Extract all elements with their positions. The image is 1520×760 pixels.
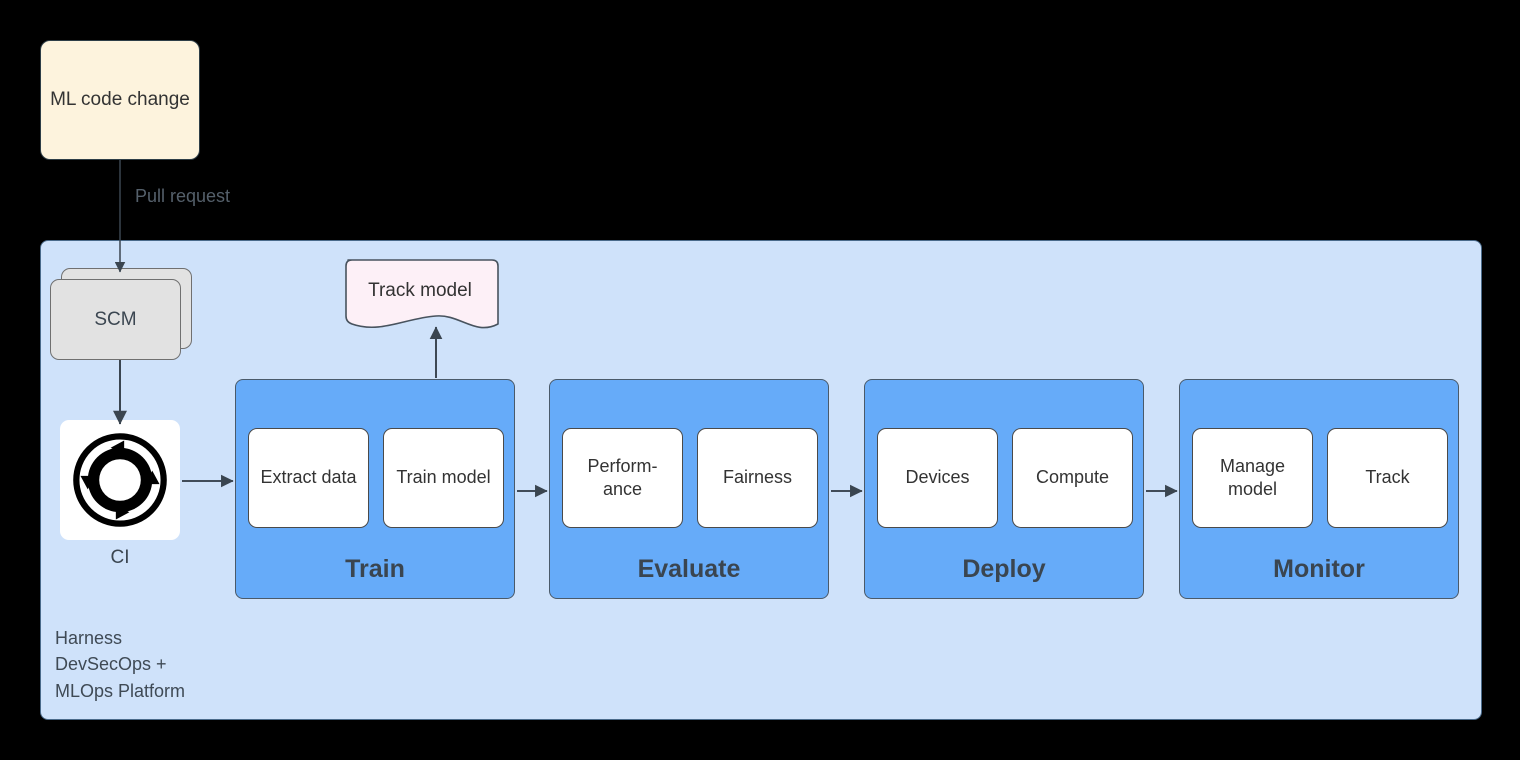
scm-label: SCM bbox=[94, 308, 137, 330]
ml-code-change-node[interactable]: ML code change bbox=[40, 40, 200, 160]
stage-train-item-0[interactable]: Extract data bbox=[248, 428, 369, 528]
track-model-node[interactable]: Track model bbox=[340, 258, 500, 338]
cycle-arrows-icon bbox=[73, 433, 167, 527]
stage-deploy-item-1[interactable]: Compute bbox=[1012, 428, 1133, 528]
ci-node[interactable] bbox=[60, 420, 180, 540]
stage-monitor[interactable]: Manage model Track Monitor bbox=[1179, 379, 1459, 599]
document-shape-icon bbox=[345, 259, 499, 329]
stage-evaluate-items: Perform-ance Fairness bbox=[562, 428, 818, 528]
ci-label: CI bbox=[110, 547, 130, 568]
stage-evaluate-title: Evaluate bbox=[637, 555, 741, 583]
pull-request-edge-label: Pull request bbox=[135, 186, 231, 206]
stage-monitor-item-1[interactable]: Track bbox=[1327, 428, 1448, 528]
stage-train[interactable]: Extract data Train model Train bbox=[235, 379, 515, 599]
stage-evaluate[interactable]: Perform-ance Fairness Evaluate bbox=[549, 379, 829, 599]
stage-monitor-item-0[interactable]: Manage model bbox=[1192, 428, 1313, 528]
stage-evaluate-item-1[interactable]: Fairness bbox=[697, 428, 818, 528]
ml-code-change-label: ML code change bbox=[50, 89, 190, 111]
stage-train-items: Extract data Train model bbox=[248, 428, 504, 528]
stage-deploy-item-0[interactable]: Devices bbox=[877, 428, 998, 528]
scm-node[interactable]: SCM bbox=[50, 268, 192, 360]
stage-train-title: Train bbox=[345, 555, 405, 583]
stage-evaluate-item-0[interactable]: Perform-ance bbox=[562, 428, 683, 528]
stage-deploy-title: Deploy bbox=[962, 555, 1046, 583]
stage-monitor-items: Manage model Track bbox=[1192, 428, 1448, 528]
scm-stack-front: SCM bbox=[50, 279, 181, 360]
stage-monitor-title: Monitor bbox=[1273, 555, 1365, 583]
stage-train-item-1[interactable]: Train model bbox=[383, 428, 504, 528]
stage-deploy[interactable]: Devices Compute Deploy bbox=[864, 379, 1144, 599]
stage-deploy-items: Devices Compute bbox=[877, 428, 1133, 528]
